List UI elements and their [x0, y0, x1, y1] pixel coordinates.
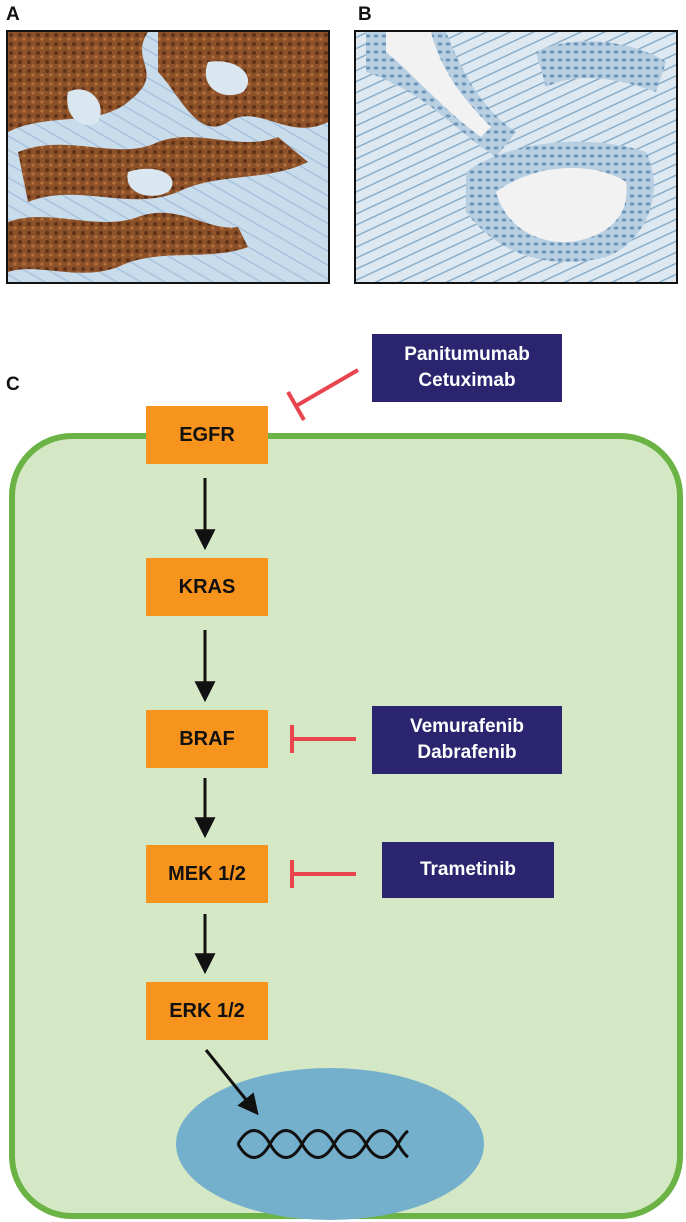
- node-braf: BRAF: [146, 710, 268, 768]
- node-egfr: EGFR: [146, 406, 268, 464]
- micrograph-a-positive-staining: [6, 30, 330, 284]
- node-erk: ERK 1/2: [146, 982, 268, 1040]
- inhibit-egfr: [286, 368, 360, 421]
- drug-box-egfr-inhibitors: Panitumumab Cetuximab: [372, 334, 562, 402]
- drug-trametinib: Trametinib: [419, 859, 517, 880]
- inhibit-mek: [290, 860, 356, 888]
- arrow-erk-nucleus: [204, 1049, 259, 1116]
- micrograph-b-negative-staining: [354, 30, 678, 284]
- drug-box-braf-inhibitors: Vemurafenib Dabrafenib: [372, 706, 562, 774]
- dna-helix-icon: [236, 1129, 409, 1159]
- node-mek: MEK 1/2: [146, 845, 268, 903]
- panel-label-a: A: [6, 4, 20, 25]
- node-kras: KRAS: [146, 558, 268, 616]
- drug-dabrafenib: Dabrafenib: [417, 742, 517, 763]
- drug-cetuximab: Cetuximab: [418, 370, 516, 391]
- drug-panitumumab: Panitumumab: [404, 344, 530, 365]
- nucleus: [176, 1068, 484, 1220]
- panel-label-c: C: [6, 374, 20, 395]
- panel-label-b: B: [358, 4, 372, 25]
- drug-vemurafenib: Vemurafenib: [409, 716, 525, 737]
- drug-box-mek-inhibitors: Trametinib: [382, 842, 554, 898]
- inhibit-braf: [290, 725, 356, 753]
